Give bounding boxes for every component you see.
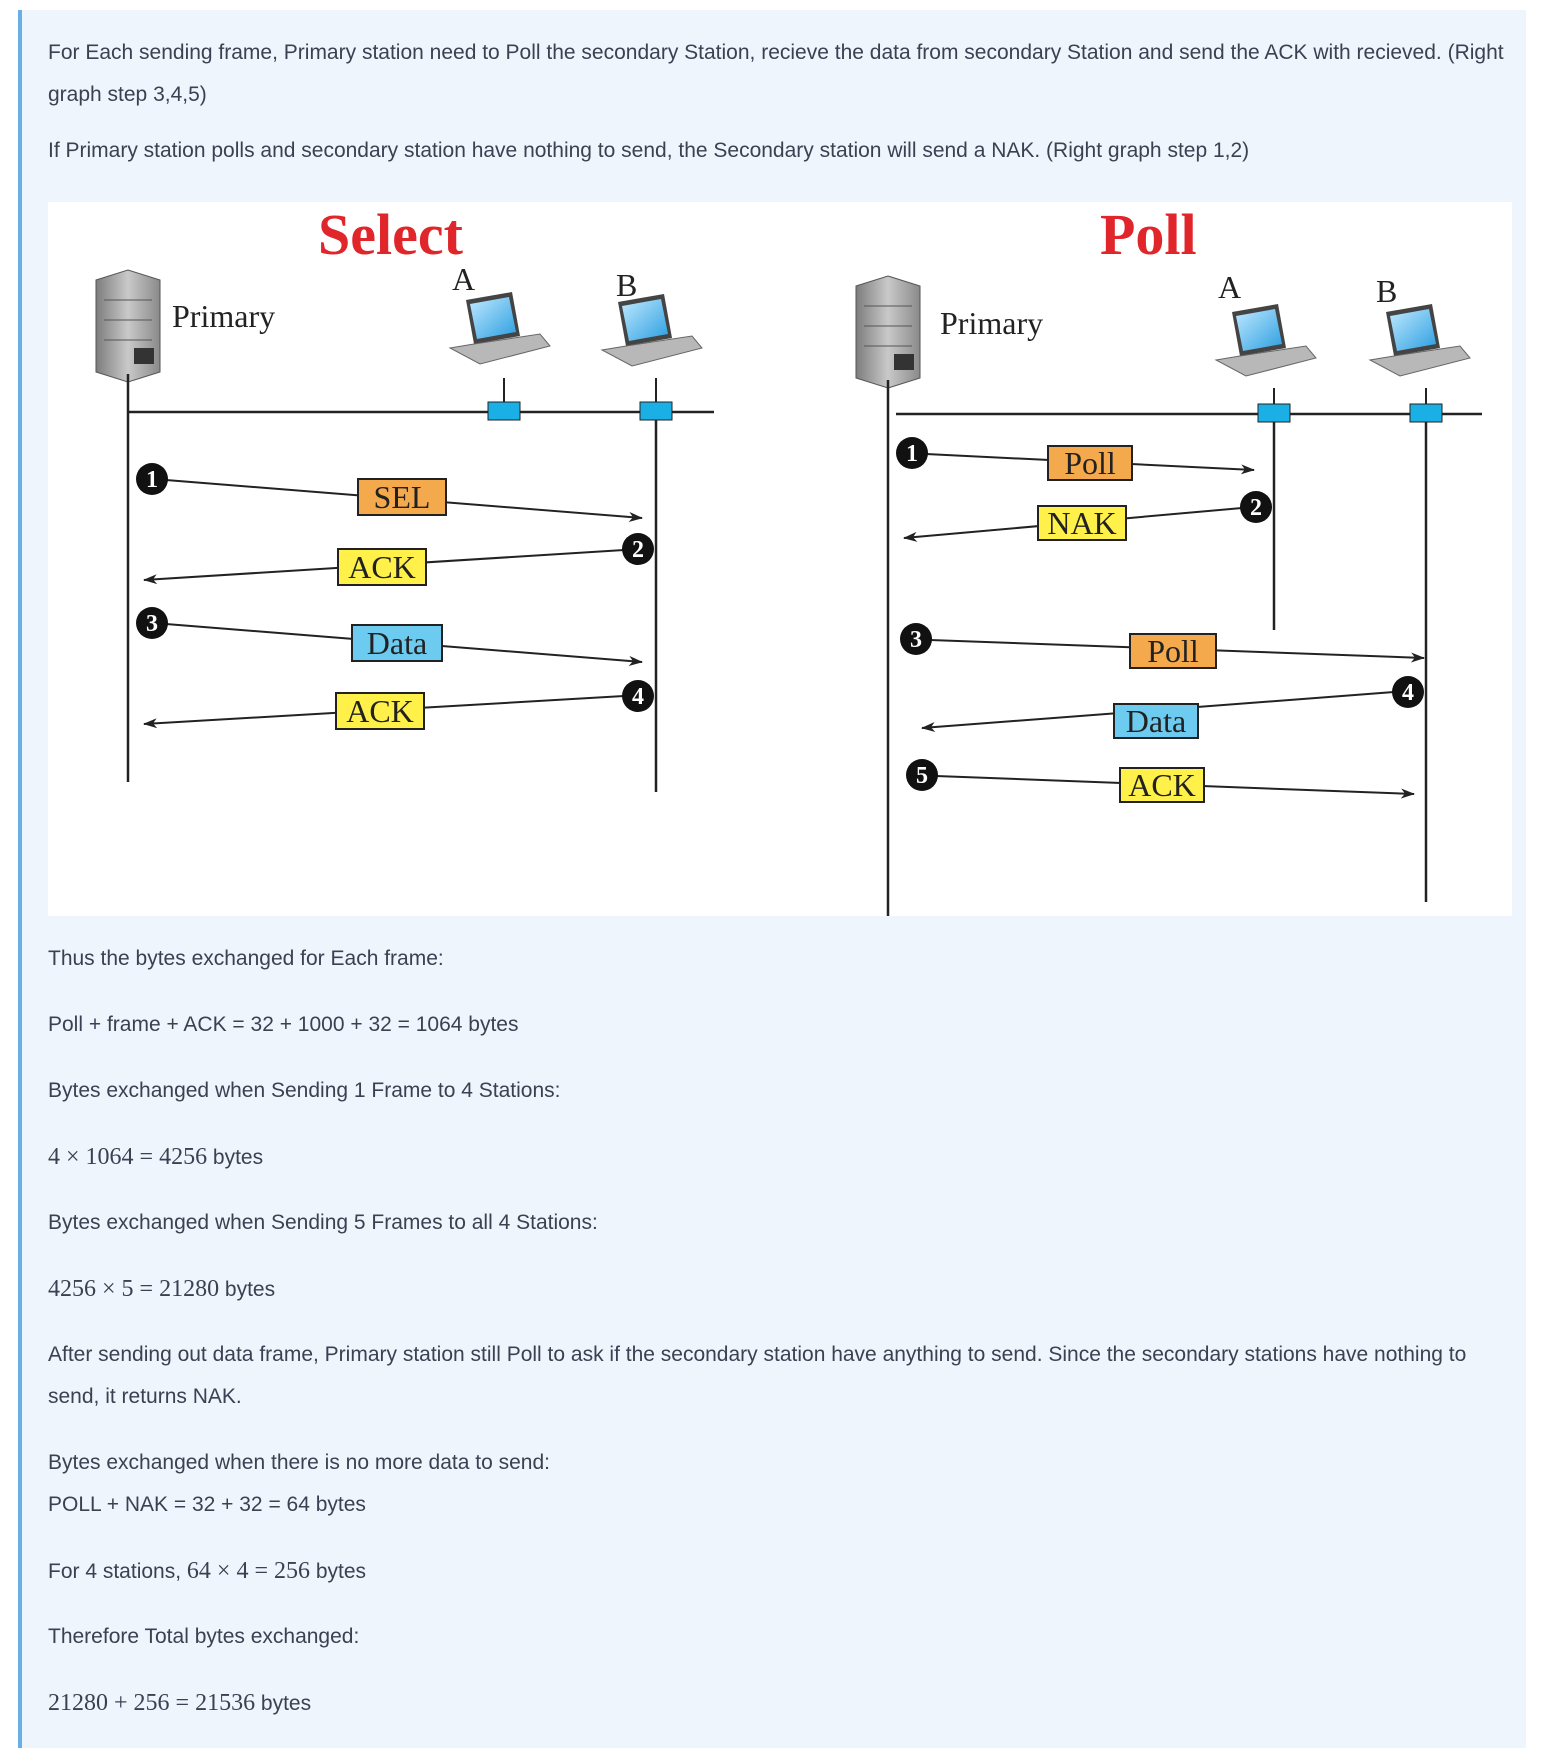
bytes-per-frame-formula: Poll + frame + ACK = 32 + 1000 + 32 = 10…: [48, 1013, 519, 1036]
one-frame-result: 4 × 1064 = 4256 bytes: [48, 1144, 264, 1170]
poll-label: Poll: [1147, 633, 1199, 669]
bytes-per-frame-heading: Thus the bytes exchanged for Each frame:: [48, 947, 444, 970]
diagram-svg: Select Primary A B: [95, 202, 1482, 916]
sel-label: SEL: [374, 479, 431, 515]
server-icon: [855, 275, 921, 389]
select-station-a-label: A: [452, 261, 475, 297]
poll-label: Poll: [1064, 445, 1116, 481]
five-frames-heading: Bytes exchanged when Sending 5 Frames to…: [48, 1211, 598, 1234]
step-2-badge: [622, 533, 654, 565]
poll-nak-paragraph: After sending out data frame, Primary st…: [48, 1343, 1467, 1408]
poll-panel: Poll Primary A B: [855, 202, 1482, 916]
step-4-badge: [1392, 676, 1424, 708]
data-box: [351, 624, 443, 662]
poll-tap-b: [1409, 403, 1443, 423]
ack-label: ACK: [346, 693, 414, 729]
select-tap-b: [639, 401, 673, 421]
poll-primary-label: Primary: [940, 305, 1043, 341]
nak-label: NAK: [1047, 505, 1116, 541]
one-frame-heading: Bytes exchanged when Sending 1 Frame to …: [48, 1079, 561, 1102]
select-poll-diagram: Select Primary A B: [48, 202, 1512, 916]
poll-tap-a: [1257, 403, 1291, 423]
step-4-badge: [622, 680, 654, 712]
four-stations-result: For 4 stations, 64 × 4 = 256 bytes: [48, 1558, 367, 1584]
total-result: 21280 + 256 = 21536 bytes: [48, 1690, 312, 1716]
laptop-icon: [600, 294, 703, 367]
sel-box: [357, 478, 447, 516]
step-2-badge: [1240, 491, 1272, 523]
poll-title: Poll: [1100, 202, 1197, 267]
svg-text:1: 1: [146, 467, 158, 493]
poll-station-b-label: B: [1376, 273, 1397, 309]
select-panel: Select Primary A B: [95, 202, 714, 792]
laptop-icon: [1368, 304, 1471, 377]
select-title: Select: [318, 202, 464, 267]
five-frames-result: 4256 × 5 = 21280 bytes: [48, 1276, 276, 1302]
svg-text:4: 4: [1402, 680, 1414, 706]
select-tap-a: [487, 401, 521, 421]
math-expression: 4256 × 5 = 21280: [48, 1276, 220, 1302]
poll-station-a-label: A: [1218, 269, 1241, 305]
step-3-badge: [136, 607, 168, 639]
svg-text:1: 1: [906, 441, 918, 467]
total-heading: Therefore Total bytes exchanged:: [48, 1625, 360, 1648]
ack-label: ACK: [1128, 767, 1196, 803]
step-5-badge: [906, 759, 938, 791]
ack-box: [335, 692, 425, 730]
svg-text:3: 3: [146, 611, 158, 637]
step-3-badge: [900, 623, 932, 655]
select-primary-label: Primary: [172, 298, 275, 334]
server-icon: [95, 269, 161, 383]
no-data-heading: Bytes exchanged when there is no more da…: [48, 1451, 550, 1474]
laptop-icon: [1214, 304, 1317, 377]
data-label: Data: [367, 625, 427, 661]
svg-text:5: 5: [916, 763, 928, 789]
svg-text:2: 2: [1250, 495, 1262, 521]
math-expression: 4 × 1064 = 4256: [48, 1144, 208, 1170]
ack-box: [337, 548, 427, 586]
poll-box: [1047, 445, 1133, 481]
math-expression: 64 × 4 = 256: [186, 1558, 310, 1584]
step-1-badge: [136, 463, 168, 495]
intro-paragraph: For Each sending frame, Primary station …: [48, 41, 1504, 106]
ack-box: [1119, 767, 1205, 803]
poll-nak-formula: POLL + NAK = 32 + 32 = 64 bytes: [48, 1493, 366, 1516]
math-expression: 21280 + 256 = 21536: [48, 1690, 256, 1716]
step-1-badge: [896, 437, 928, 469]
poll-box: [1129, 633, 1217, 669]
svg-text:3: 3: [910, 627, 922, 653]
svg-text:2: 2: [632, 537, 644, 563]
select-station-b-label: B: [616, 267, 637, 303]
ack-label: ACK: [348, 549, 416, 585]
data-box: [1113, 703, 1199, 739]
laptop-icon: [448, 292, 551, 365]
svg-text:4: 4: [632, 684, 644, 710]
nak-paragraph: If Primary station polls and secondary s…: [48, 139, 1250, 162]
nak-box: [1037, 505, 1127, 541]
answer-note: For Each sending frame, Primary station …: [18, 10, 1526, 1748]
data-label: Data: [1126, 703, 1186, 739]
